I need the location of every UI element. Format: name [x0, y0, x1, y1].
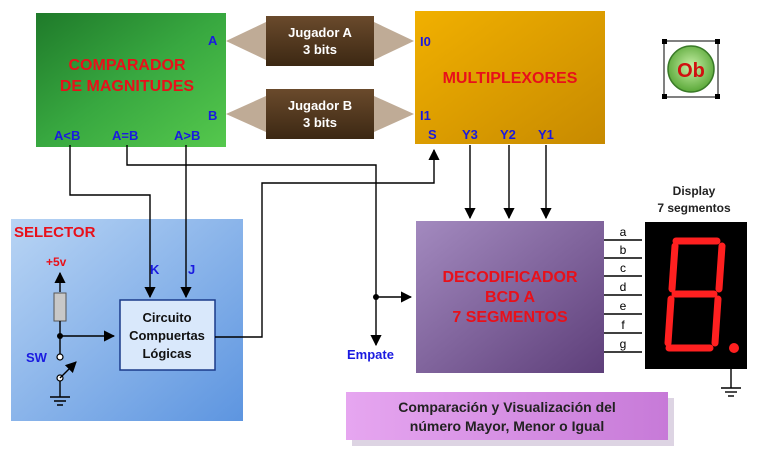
jugador-b-bits: 3 bits	[303, 115, 337, 130]
display-title-1: Display	[673, 184, 716, 198]
segment-c	[711, 295, 722, 347]
decodificador-line3: 7 SEGMENTOS	[452, 309, 568, 326]
decodificador-block: DECODIFICADOR BCD A 7 SEGMENTOS	[416, 221, 604, 373]
segment-e	[664, 295, 675, 347]
comparador-block: COMPARADOR DE MAGNITUDES A B A<B A=B A>B	[36, 13, 226, 147]
seg-label-g: g	[620, 337, 627, 351]
caption-box: Comparación y Visualización del número M…	[346, 392, 674, 446]
caption-line2: número Mayor, Menor o Igual	[410, 418, 604, 434]
comparador-title-2: DE MAGNITUDES	[60, 78, 195, 95]
caption-line1: Comparación y Visualización del	[398, 399, 616, 415]
mux-y3: Y3	[462, 127, 478, 142]
selector-k: K	[150, 262, 160, 277]
multiplexores-block: MULTIPLEXORES I0 I1 S Y3 Y2 Y1	[415, 11, 605, 144]
multiplexores-title: MULTIPLEXORES	[443, 70, 578, 87]
selector-vcc: +5v	[46, 255, 67, 269]
mux-y1: Y1	[538, 127, 554, 142]
segment-dp	[729, 343, 739, 353]
seg-label-b: b	[620, 243, 627, 257]
mux-in0: I0	[420, 34, 431, 49]
junction-dot	[373, 294, 379, 300]
comparador-out-eq: A=B	[112, 128, 138, 143]
segment-b	[715, 242, 726, 293]
circuito-line2: Compuertas	[129, 328, 205, 343]
circuito-line3: Lógicas	[142, 346, 191, 361]
decodificador-line1: DECODIFICADOR	[442, 269, 578, 286]
selector-j: J	[188, 262, 195, 277]
mux-in1: I1	[420, 108, 431, 123]
segment-f	[668, 242, 679, 293]
logo-text: Ob	[677, 60, 705, 82]
jugador-b-arrow: Jugador B 3 bits	[226, 89, 414, 139]
empate-label: Empate	[347, 347, 394, 362]
selector-title: SELECTOR	[14, 224, 96, 241]
comparador-out-lt: A<B	[54, 128, 80, 143]
seg-label-d: d	[620, 280, 627, 294]
seven-segment-display	[645, 222, 747, 369]
segment-outputs: a b c d e f g	[604, 225, 642, 353]
seg-label-f: f	[621, 318, 625, 332]
seg-label-c: c	[620, 261, 626, 275]
mux-y2: Y2	[500, 127, 516, 142]
decodificador-line2: BCD A	[485, 289, 536, 306]
comparador-port-a: A	[208, 33, 218, 48]
jugador-a-bits: 3 bits	[303, 42, 337, 57]
display-title-2: 7 segmentos	[657, 201, 731, 215]
selector-sw: SW	[26, 350, 48, 365]
jugador-b-label: Jugador B	[288, 98, 352, 113]
seg-label-a: a	[620, 225, 627, 239]
seg-label-e: e	[620, 299, 627, 313]
comparador-title-1: COMPARADOR	[68, 57, 185, 74]
comparador-out-gt: A>B	[174, 128, 200, 143]
jugador-a-arrow: Jugador A 3 bits	[226, 16, 414, 66]
comparador-port-b: B	[208, 108, 217, 123]
display-ground	[721, 369, 741, 397]
circuito-block: Circuito Compuertas Lógicas	[119, 299, 216, 371]
mux-sel: S	[428, 127, 437, 142]
ob-logo: Ob	[662, 39, 720, 99]
wires	[69, 145, 552, 347]
circuito-line1: Circuito	[142, 310, 191, 325]
jugador-a-label: Jugador A	[288, 25, 352, 40]
